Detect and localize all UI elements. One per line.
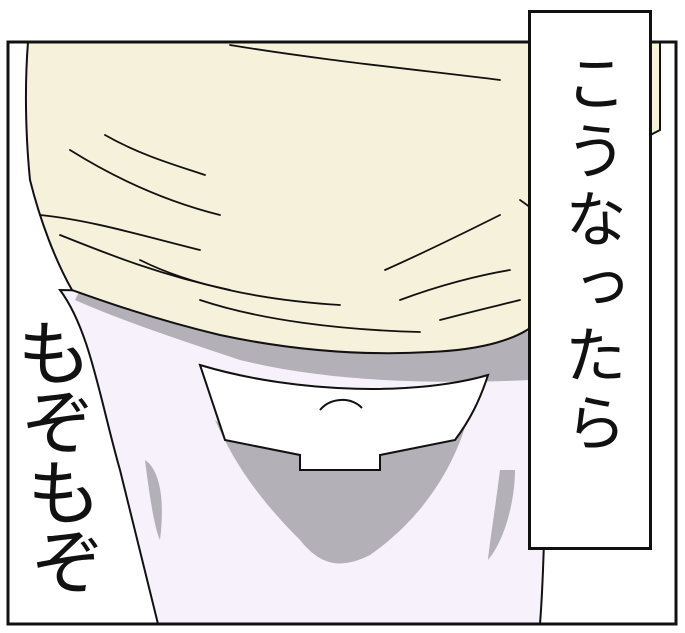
left-side-shadow: [145, 460, 162, 540]
chin-curve: [319, 399, 363, 411]
right-side-shadow: [488, 470, 515, 560]
sound-effect-text: もぞもぞ: [2, 312, 108, 598]
caption-box: こうなったら: [528, 10, 652, 550]
undershirt-opening: [198, 363, 490, 471]
shirt-folds: [39, 44, 551, 333]
caption-text: こうなったら: [554, 51, 627, 459]
chest-shadow: [215, 410, 470, 564]
panel-border: [6, 40, 678, 626]
